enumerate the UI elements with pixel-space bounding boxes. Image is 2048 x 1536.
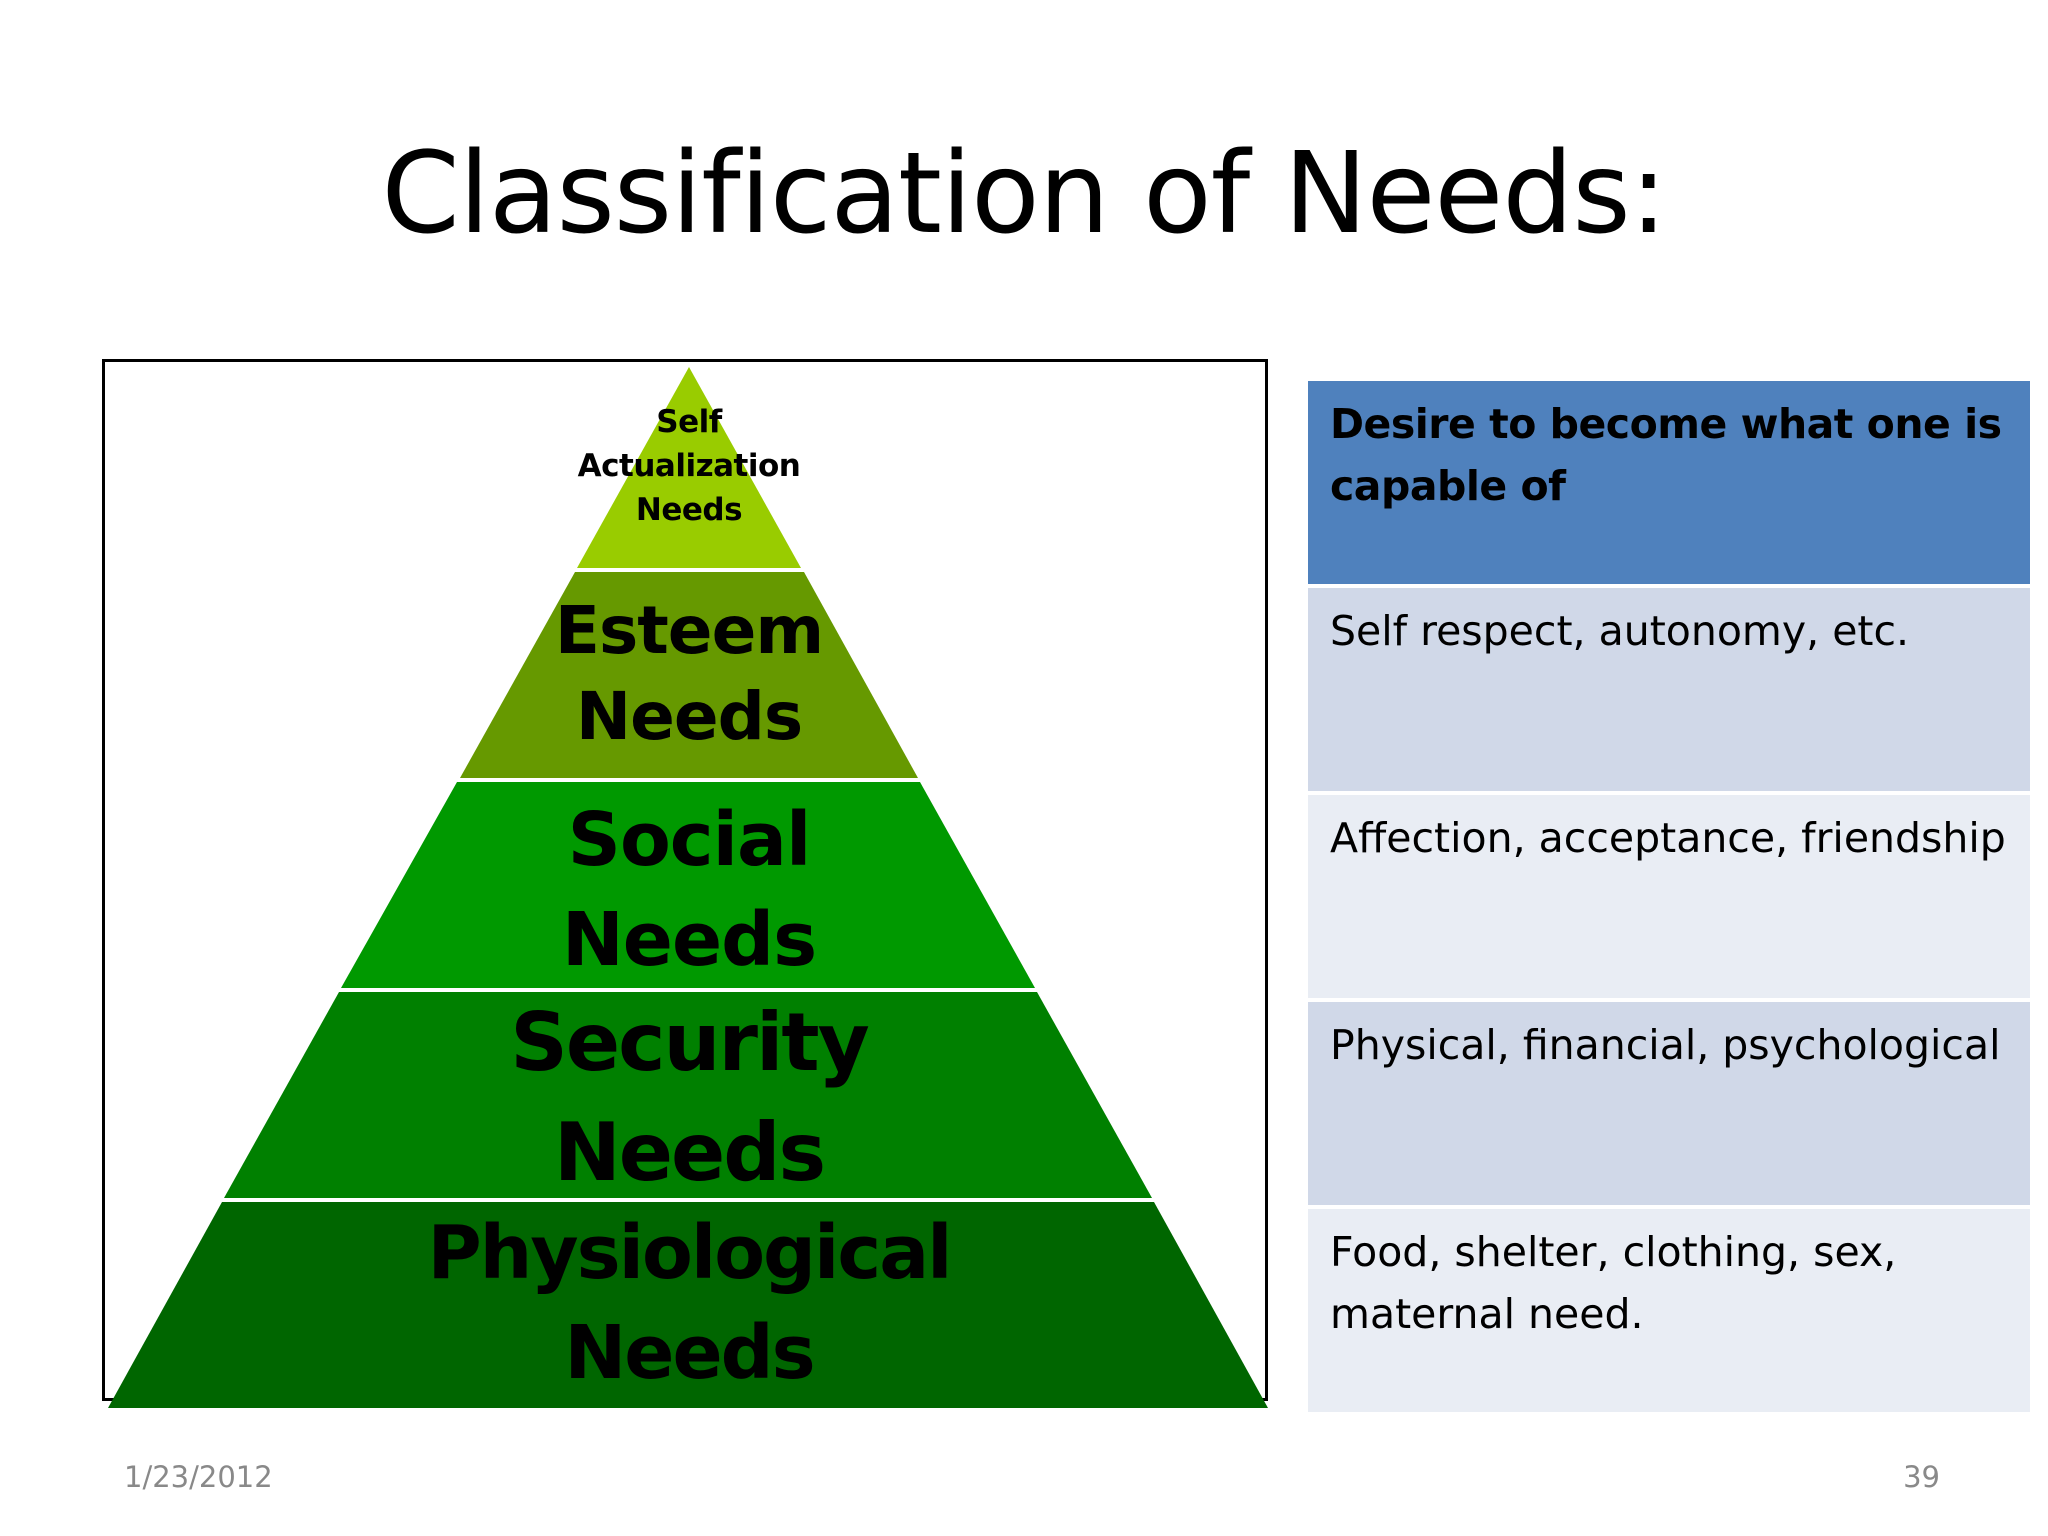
- slide-page-number: 39: [1903, 1460, 1940, 1494]
- esteem-label: Esteem Needs: [554, 592, 824, 755]
- self-actualization-label: Self Actualization Needs: [577, 404, 801, 528]
- slide-title: Classification of Needs:: [381, 129, 1668, 259]
- pyramid-layer-physiological: [108, 1202, 1268, 1408]
- security-label: Security Needs: [510, 996, 870, 1199]
- needs-description-table: Desire to become what one is capable of …: [1308, 381, 2030, 1416]
- pyramid-layer-social: [341, 782, 1035, 988]
- slide-date: 1/23/2012: [124, 1460, 273, 1494]
- pyramid-layer-self-actualization: [577, 367, 801, 568]
- pyramid-layer-esteem: [460, 572, 918, 778]
- social-label: Social Needs: [561, 797, 817, 983]
- description-physiological: Food, shelter, clothing, sex, maternal n…: [1308, 1209, 2030, 1416]
- pyramid-layer-security: [224, 992, 1152, 1198]
- description-social: Affection, acceptance, friendship: [1308, 795, 2030, 1002]
- description-security: Physical, financial, psychological: [1308, 1002, 2030, 1209]
- description-esteem: Self respect, autonomy, etc.: [1308, 588, 2030, 795]
- description-self-actualization: Desire to become what one is capable of: [1308, 381, 2030, 588]
- physiological-label: Physiological Needs: [427, 1210, 952, 1396]
